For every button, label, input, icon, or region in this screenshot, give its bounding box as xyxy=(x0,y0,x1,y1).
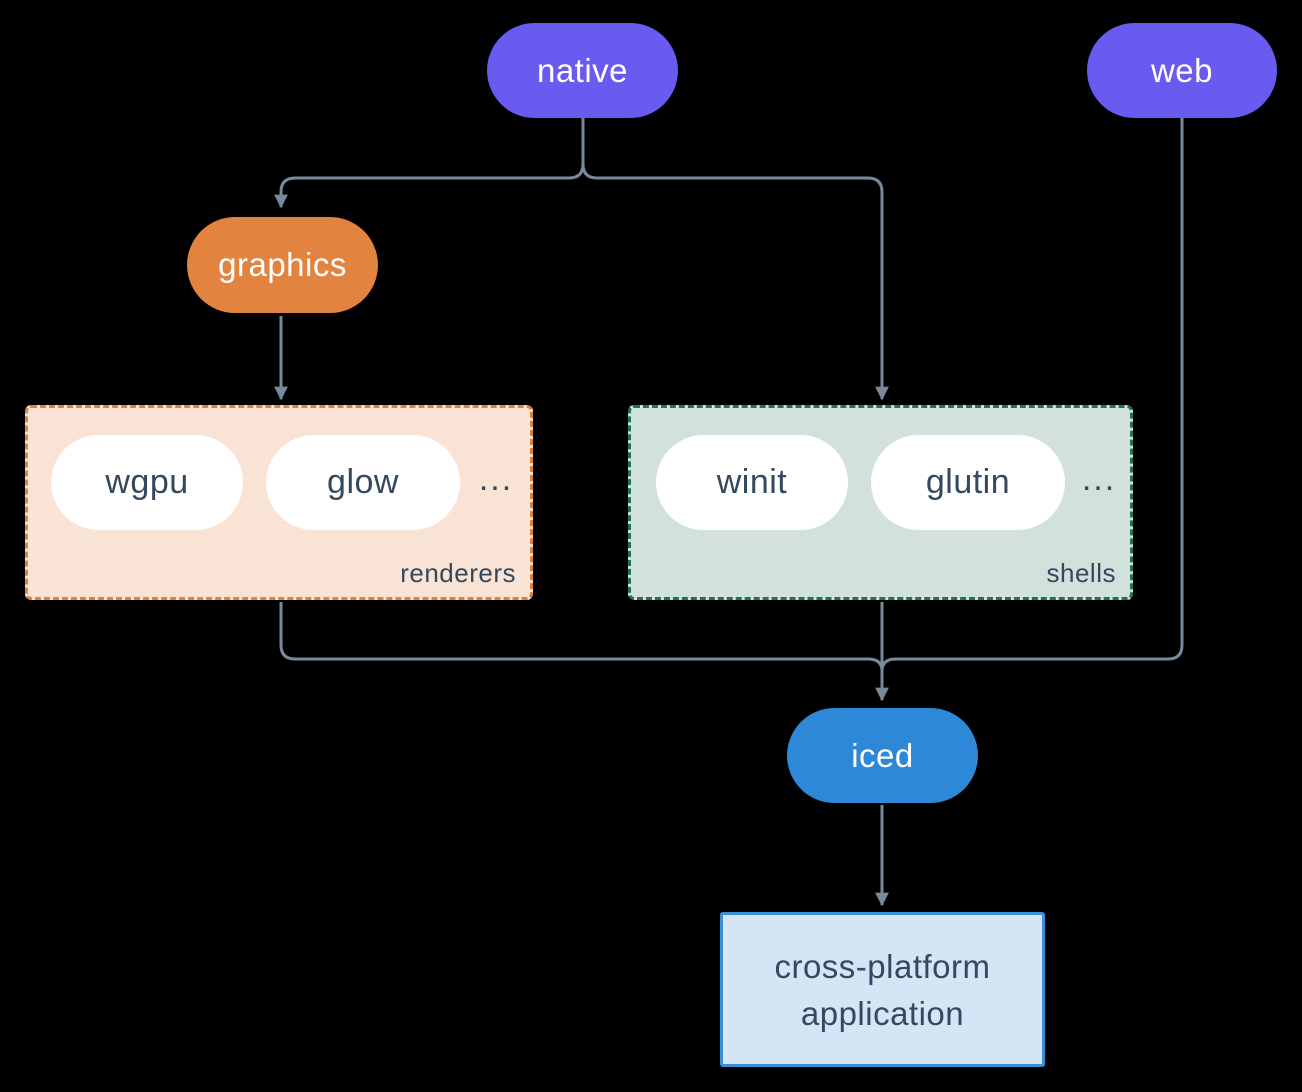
node-graphics: graphics xyxy=(187,217,378,313)
edge-web-to-iced xyxy=(880,118,1184,672)
node-glutin: glutin xyxy=(871,435,1065,530)
node-cross-platform-application: cross-platform application xyxy=(720,912,1045,1067)
edge-renderers-to-iced xyxy=(279,602,884,672)
node-winit-label: winit xyxy=(716,463,788,501)
node-graphics-label: graphics xyxy=(218,246,347,283)
node-wgpu-label: wgpu xyxy=(105,463,189,501)
node-web-label: web xyxy=(1150,51,1214,89)
app-label-line1: cross-platform xyxy=(774,947,991,985)
renderers-group-label: renderers xyxy=(400,558,516,588)
node-glow: glow xyxy=(266,435,460,530)
edge-native-to-shells xyxy=(581,118,889,401)
node-iced-label: iced xyxy=(851,736,914,774)
node-iced: iced xyxy=(787,708,978,803)
node-native-label: native xyxy=(536,51,629,89)
app-label-line2: application xyxy=(800,994,965,1032)
shells-group-label: shells xyxy=(1046,558,1116,588)
edge-native-to-graphics xyxy=(274,118,585,209)
group-shells: winit glutin ... shells xyxy=(628,405,1133,600)
node-glutin-label: glutin xyxy=(925,463,1011,501)
node-web: web xyxy=(1087,23,1277,118)
node-native: native xyxy=(487,23,678,118)
renderers-ellipsis: ... xyxy=(478,460,514,498)
group-renderers: wgpu glow ... renderers xyxy=(25,405,533,600)
node-wgpu: wgpu xyxy=(51,435,243,530)
node-glow-label: glow xyxy=(327,463,399,501)
shells-ellipsis: ... xyxy=(1081,460,1117,498)
node-winit: winit xyxy=(656,435,848,530)
